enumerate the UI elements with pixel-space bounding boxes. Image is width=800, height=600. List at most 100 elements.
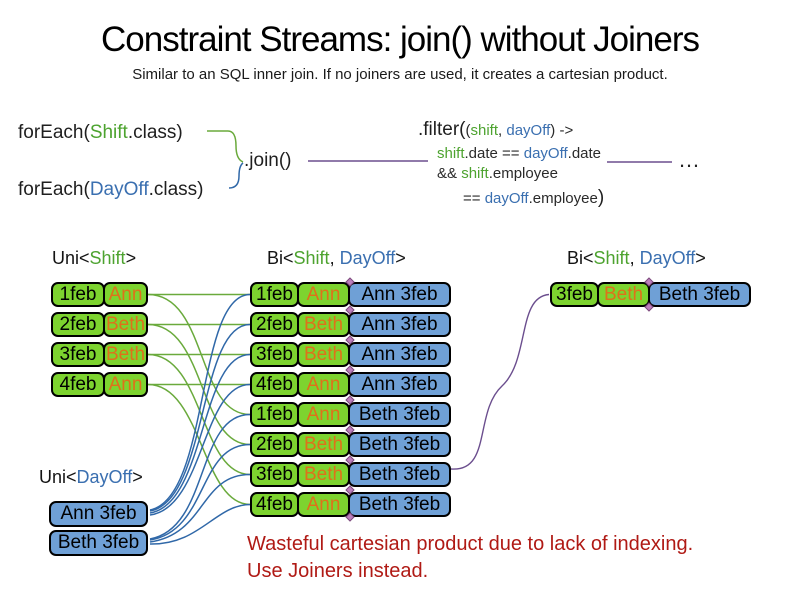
shift-date-cell: 2feb [250,432,299,457]
code-text: forEach( [18,122,90,143]
wire [149,353,251,514]
shift-date-cell: 4feb [250,372,299,397]
shift-date-cell: 3feb [250,462,299,487]
continuation-ellipsis: … [678,147,702,172]
shift-employee-cell: Beth [297,312,350,337]
shift-wires [147,293,251,506]
dayoff-cell: Ann 3feb [348,282,451,307]
code-dayoff-class: DayOff [89,179,149,200]
shift-employee-cell: Ann [297,402,350,427]
label-text: DayOff [339,248,396,268]
label-text: DayOff [76,467,133,487]
code-foreach-shift: forEach(Shift.class) [18,122,183,144]
shift-employee-cell: Beth [103,342,148,367]
shift-date-cell: 3feb [550,282,599,307]
uni-dayoff-box: Beth 3feb [49,530,148,556]
label-text: , [629,248,640,268]
code-text: ) -> [550,122,574,139]
code-text: ) [597,187,605,208]
code-text: , [498,122,507,139]
label-text: Uni< [39,467,77,487]
code-text: .class) [127,122,183,143]
brace-wires [207,130,244,189]
label-text: , [329,248,340,268]
wire [149,503,251,545]
dayoff-cell: Beth 3feb [648,282,751,307]
uni-shift-header: Uni<Shift> [52,248,136,269]
code-text: dayOff [523,145,568,162]
shift-employee-cell: Beth [597,282,650,307]
label-text: > [125,248,137,268]
code-filter-line4: == dayOff.employee) [463,187,604,209]
dayoff-cell: Beth 3feb [348,402,451,427]
label-text: Bi< [267,248,294,268]
code-join: .join() [244,150,292,171]
label-text: > [395,248,406,268]
code-text: shift [461,165,489,182]
shift-employee-cell: Ann [297,372,350,397]
shift-employee-cell: Ann [103,372,148,397]
warning-note-line2: Use Joiners instead. [247,560,429,582]
wire [149,323,251,512]
code-filter-line1: .filter((shift, dayOff) -> [418,119,573,141]
page-subtitle: Similar to an SQL inner join. If no join… [132,66,668,83]
shift-date-cell: 3feb [250,342,299,367]
code-text: .class) [148,179,204,200]
shift-employee-cell: Beth [297,432,350,457]
label-text: Shift [293,248,330,268]
shift-date-cell: 1feb [250,282,299,307]
wire [149,443,251,541]
wire [147,293,251,416]
wire [147,323,251,446]
wire [147,383,251,506]
bi-middle-header: Bi<Shift, DayOff> [267,248,406,269]
code-text: == [463,190,485,207]
code-text: shift [437,145,465,162]
uni-dayoff-header: Uni<DayOff> [39,467,143,488]
shift-employee-cell: Ann [103,282,148,307]
label-text: > [132,467,143,487]
code-shift-class: Shift [89,122,128,143]
wire [149,473,251,543]
code-text: .date [567,145,602,162]
code-arg-shift: shift [470,122,499,139]
wire [207,130,244,163]
wire [147,353,251,476]
shift-employee-cell: Ann [297,282,350,307]
shift-date-cell: 4feb [250,492,299,517]
wire [450,293,550,470]
code-filter-line3: && shift.employee [437,165,558,182]
shift-date-cell: 2feb [250,312,299,337]
warning-note-line1: Wasteful cartesian product due to lack o… [247,533,694,555]
shift-employee-cell: Beth [297,342,350,367]
bi-right-header: Bi<Shift, DayOff> [567,248,706,269]
code-text: .employee [528,190,598,207]
code-foreach-dayoff: forEach(DayOff.class) [18,179,204,201]
code-text: dayOff [484,190,529,207]
shift-date-cell: 3feb [51,342,105,367]
label-text: > [695,248,706,268]
dayoff-cell: Beth 3feb [348,492,451,517]
code-text: .date == [464,145,524,162]
label-text: Shift [89,248,126,268]
wire [149,293,251,511]
code-filter-line2: shift.date == dayOff.date [437,145,601,162]
dayoff-cell: Ann 3feb [348,312,451,337]
label-text: DayOff [639,248,696,268]
dayoff-wires [149,293,251,545]
shift-date-cell: 1feb [250,402,299,427]
dayoff-cell: Ann 3feb [348,372,451,397]
shift-date-cell: 4feb [51,372,105,397]
code-arg-dayoff: dayOff [506,122,551,139]
shift-employee-cell: Beth [297,462,350,487]
wire [149,383,251,516]
